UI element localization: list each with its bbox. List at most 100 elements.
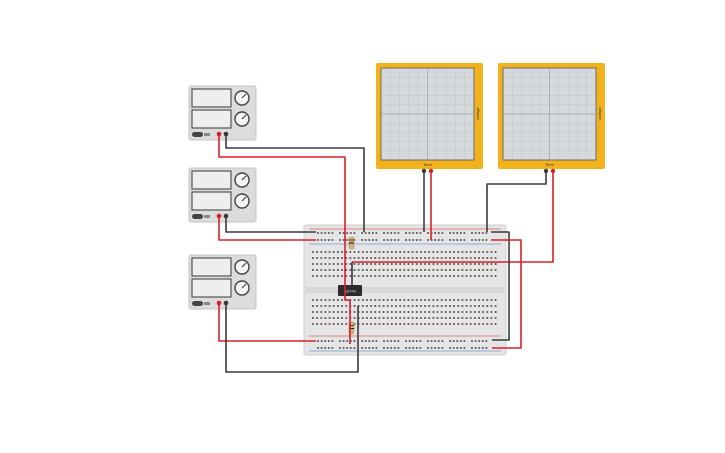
breadboard-hole[interactable] [405,347,407,349]
breadboard-hole[interactable] [312,299,314,301]
breadboard-hole[interactable] [345,257,348,259]
breadboard-hole[interactable] [386,257,389,259]
breadboard-hole[interactable] [337,257,339,259]
breadboard-hole[interactable] [494,305,497,307]
breadboard-hole[interactable] [407,257,410,259]
breadboard-hole[interactable] [469,257,472,259]
breadboard-hole[interactable] [473,269,476,271]
breadboard-hole[interactable] [370,251,372,253]
breadboard-hole[interactable] [346,232,349,234]
breadboard-hole[interactable] [324,317,327,319]
breadboard-hole[interactable] [415,311,418,313]
breadboard-hole[interactable] [386,269,389,271]
breadboard-hole[interactable] [449,340,451,342]
breadboard-hole[interactable] [390,251,393,253]
breadboard-hole[interactable] [474,232,477,234]
breadboard-hole[interactable] [494,299,497,301]
breadboard-hole[interactable] [420,257,422,259]
breadboard-hole[interactable] [453,311,455,313]
breadboard-hole[interactable] [415,269,418,271]
breadboard-hole[interactable] [316,305,319,307]
breadboard-hole[interactable] [482,299,485,301]
breadboard-hole[interactable] [457,323,460,325]
breadboard-hole[interactable] [361,269,364,271]
breadboard-hole[interactable] [349,251,352,253]
breadboard-hole[interactable] [408,340,411,342]
breadboard-hole[interactable] [361,347,363,349]
breadboard-hole[interactable] [482,275,485,277]
breadboard-hole[interactable] [361,251,364,253]
breadboard-hole[interactable] [324,263,327,265]
breadboard-hole[interactable] [349,257,352,259]
breadboard-hole[interactable] [419,340,422,342]
resistor-1[interactable] [348,236,355,250]
breadboard-hole[interactable] [395,251,397,253]
breadboard-hole[interactable] [453,269,455,271]
breadboard-hole[interactable] [370,317,372,319]
breadboard-hole[interactable] [469,275,472,277]
breadboard-hole[interactable] [345,323,348,325]
breadboard-hole[interactable] [444,311,447,313]
breadboard-hole[interactable] [382,323,385,325]
breadboard-hole[interactable] [312,311,314,313]
breadboard-hole[interactable] [424,323,426,325]
breadboard-hole[interactable] [374,305,377,307]
breadboard-hole[interactable] [375,347,378,349]
breadboard-hole[interactable] [339,232,341,234]
breadboard-hole[interactable] [374,275,377,277]
breadboard-hole[interactable] [411,263,414,265]
breadboard-hole[interactable] [324,232,327,234]
breadboard-hole[interactable] [415,257,418,259]
breadboard-hole[interactable] [399,323,402,325]
breadboard-hole[interactable] [386,317,389,319]
breadboard-hole[interactable] [432,305,435,307]
breadboard-hole[interactable] [339,340,341,342]
breadboard-hole[interactable] [342,347,345,349]
breadboard-hole[interactable] [353,317,356,319]
breadboard-hole[interactable] [361,305,364,307]
breadboard-hole[interactable] [469,323,472,325]
breadboard-hole[interactable] [370,323,372,325]
breadboard-hole[interactable] [353,311,356,313]
breadboard-hole[interactable] [441,340,444,342]
breadboard-hole[interactable] [482,257,485,259]
breadboard-hole[interactable] [471,340,473,342]
breadboard-hole[interactable] [424,311,426,313]
breadboard-hole[interactable] [478,257,480,259]
breadboard-hole[interactable] [317,232,319,234]
breadboard-hole[interactable] [337,323,339,325]
breadboard-hole[interactable] [332,323,335,325]
breadboard-hole[interactable] [486,299,489,301]
breadboard-hole[interactable] [415,323,418,325]
breadboard-hole[interactable] [320,311,323,313]
breadboard-hole[interactable] [494,311,497,313]
breadboard-hole[interactable] [463,239,466,241]
breadboard-hole[interactable] [337,269,339,271]
breadboard-hole[interactable] [324,257,327,259]
breadboard-hole[interactable] [427,239,429,241]
breadboard-hole[interactable] [415,347,418,349]
breadboard-hole[interactable] [312,323,314,325]
breadboard-hole[interactable] [486,317,489,319]
breadboard-hole[interactable] [341,275,343,277]
breadboard-hole[interactable] [408,232,411,234]
breadboard-hole[interactable] [465,263,468,265]
breadboard-hole[interactable] [378,263,381,265]
breadboard-hole[interactable] [320,340,323,342]
breadboard-hole[interactable] [412,347,415,349]
probe-positive-terminal-icon[interactable] [550,168,556,174]
breadboard-hole[interactable] [378,251,381,253]
breadboard-hole[interactable] [415,340,418,342]
breadboard-hole[interactable] [316,323,319,325]
breadboard-hole[interactable] [331,340,334,342]
breadboard-hole[interactable] [382,251,385,253]
breadboard-hole[interactable] [434,232,437,234]
breadboard-hole[interactable] [395,263,397,265]
breadboard-hole[interactable] [428,323,431,325]
breadboard-hole[interactable] [341,305,343,307]
breadboard-hole[interactable] [349,275,352,277]
breadboard-hole[interactable] [399,311,402,313]
breadboard-hole[interactable] [486,311,489,313]
breadboard-hole[interactable] [432,323,435,325]
breadboard-hole[interactable] [403,299,406,301]
